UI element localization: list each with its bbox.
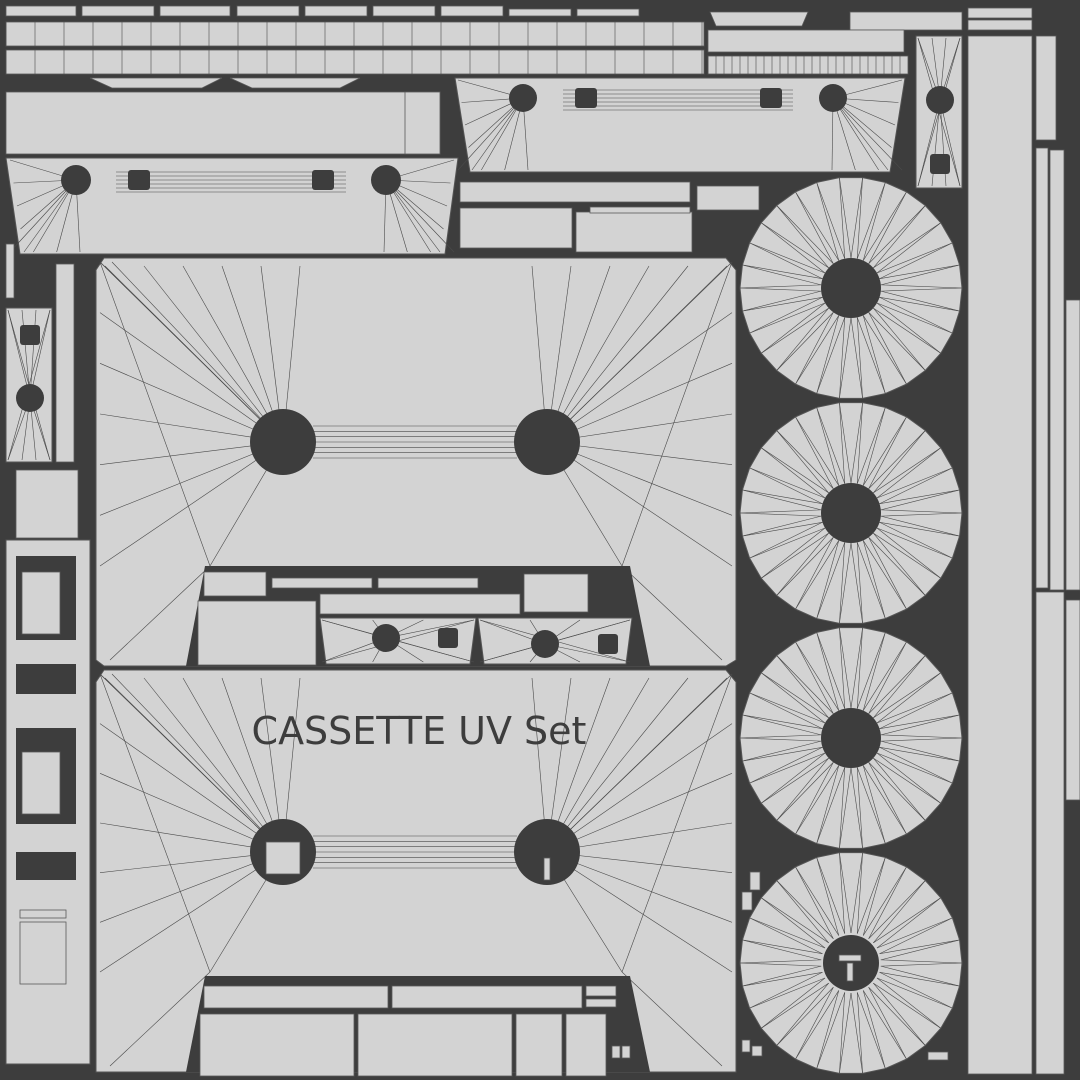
uv-set-title: CASSETTE UV Set [252, 709, 587, 753]
uv-tiny-fragments [611, 871, 949, 1061]
top-strip-row [5, 5, 1033, 31]
uv-small-middle-pieces [459, 181, 760, 253]
uv-island-top-right-small [915, 35, 963, 189]
uv-island-cassette-front [95, 257, 737, 667]
uv-right-vertical-bars [967, 35, 1080, 1075]
uv-island-cassette-back [95, 669, 737, 1077]
long-segmented-bars [5, 21, 909, 75]
uv-island-upper-center-mesh [454, 77, 906, 173]
uv-island-top-left-tray [5, 77, 441, 155]
uv-left-column-pieces [5, 243, 91, 1065]
uv-island-upper-left-mesh [5, 157, 459, 255]
uv-reel-discs [739, 177, 963, 1074]
